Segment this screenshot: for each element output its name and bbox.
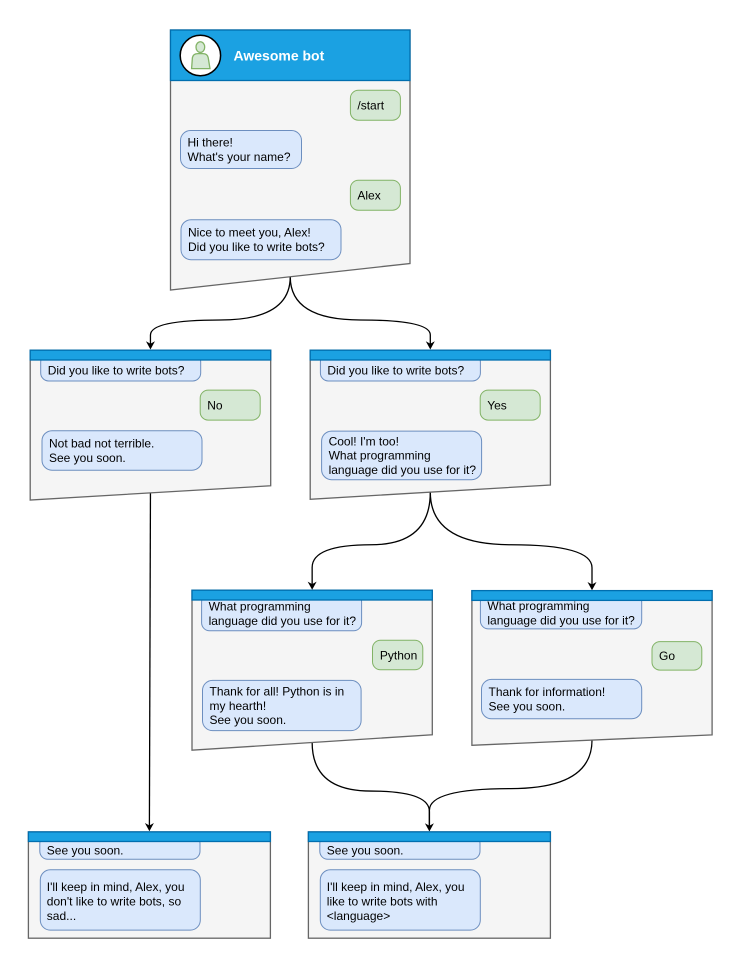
svg-text:See you soon.: See you soon. xyxy=(47,844,124,858)
svg-text:Thank for information!: Thank for information! xyxy=(489,685,606,699)
svg-text:See you soon.: See you soon. xyxy=(210,713,287,727)
svg-text:No: No xyxy=(207,398,223,412)
svg-text:language did you use for it?: language did you use for it? xyxy=(209,614,357,628)
svg-text:Go: Go xyxy=(659,649,675,663)
svg-text:Python: Python xyxy=(380,648,417,662)
svg-text:Cool! I'm too!: Cool! I'm too! xyxy=(329,434,399,448)
svg-text:See you soon.: See you soon. xyxy=(327,844,404,858)
svg-text:don't like to write bots, so: don't like to write bots, so xyxy=(47,895,182,909)
svg-text:See you soon.: See you soon. xyxy=(49,451,126,465)
svg-text:language did you use for it?: language did you use for it? xyxy=(329,463,477,477)
svg-text:<language>: <language> xyxy=(327,909,390,923)
svg-text:What programming: What programming xyxy=(329,449,431,463)
svg-text:I'll keep in mind, Alex, you: I'll keep in mind, Alex, you xyxy=(47,880,185,894)
svg-text:Yes: Yes xyxy=(487,398,507,412)
svg-text:Nice to meet you, Alex!: Nice to meet you, Alex! xyxy=(188,226,311,240)
svg-text:What's your name?: What's your name? xyxy=(188,150,291,164)
svg-text:Awesome bot: Awesome bot xyxy=(234,47,325,63)
svg-text:Did you like to write bots?: Did you like to write bots? xyxy=(327,363,464,377)
svg-text:my hearth!: my hearth! xyxy=(210,699,267,713)
svg-text:Not bad not terrible.: Not bad not terrible. xyxy=(49,437,154,451)
svg-text:Did you like to write bots?: Did you like to write bots? xyxy=(48,363,185,377)
svg-text:sad...: sad... xyxy=(47,909,76,923)
svg-text:What programming: What programming xyxy=(209,600,311,614)
svg-text:language did you use for it?: language did you use for it? xyxy=(487,613,635,627)
svg-text:What programming: What programming xyxy=(487,599,589,613)
svg-text:Did you like to write bots?: Did you like to write bots? xyxy=(188,240,325,254)
svg-text:I'll keep in mind, Alex, you: I'll keep in mind, Alex, you xyxy=(327,880,465,894)
svg-text:See you soon.: See you soon. xyxy=(489,700,566,714)
svg-text:Alex: Alex xyxy=(357,188,380,202)
svg-text:like to write bots with: like to write bots with xyxy=(327,895,438,909)
svg-text:Hi there!: Hi there! xyxy=(188,136,233,150)
svg-text:/start: /start xyxy=(357,98,384,112)
svg-text:Thank for all! Python is in: Thank for all! Python is in xyxy=(210,684,345,698)
